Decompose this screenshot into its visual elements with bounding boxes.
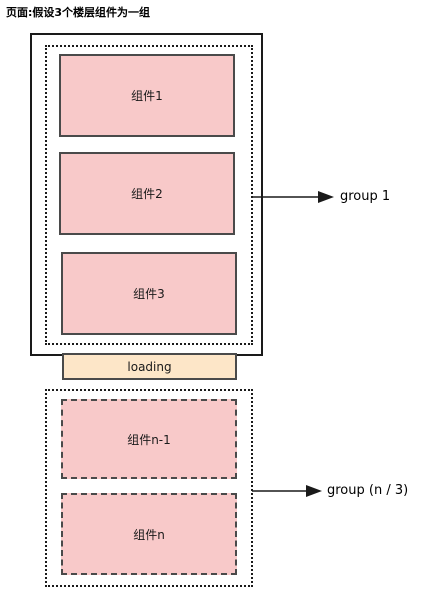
loading-bar: loading bbox=[62, 353, 237, 380]
group-1-frame bbox=[45, 45, 253, 345]
group-n-frame bbox=[45, 389, 253, 587]
component-2: 组件2 bbox=[59, 152, 235, 235]
component-1-label: 组件1 bbox=[131, 89, 163, 103]
component-1: 组件1 bbox=[59, 54, 235, 137]
group-1-arrow bbox=[252, 191, 334, 203]
group-n-arrow bbox=[252, 485, 322, 497]
component-n-minus-1-label: 组件n-1 bbox=[127, 432, 171, 447]
component-n: 组件n bbox=[61, 493, 237, 575]
component-n-label: 组件n bbox=[133, 527, 165, 542]
group-n-label: group (n / 3) bbox=[327, 483, 409, 498]
group-1-label: group 1 bbox=[340, 189, 391, 204]
component-3: 组件3 bbox=[61, 252, 237, 335]
component-n-minus-1: 组件n-1 bbox=[61, 399, 237, 479]
diagram-title: 页面:假设3个楼层组件为一组 bbox=[6, 6, 151, 19]
component-2-label: 组件2 bbox=[131, 187, 163, 201]
component-3-label: 组件3 bbox=[133, 287, 165, 301]
loading-label: loading bbox=[127, 359, 172, 374]
